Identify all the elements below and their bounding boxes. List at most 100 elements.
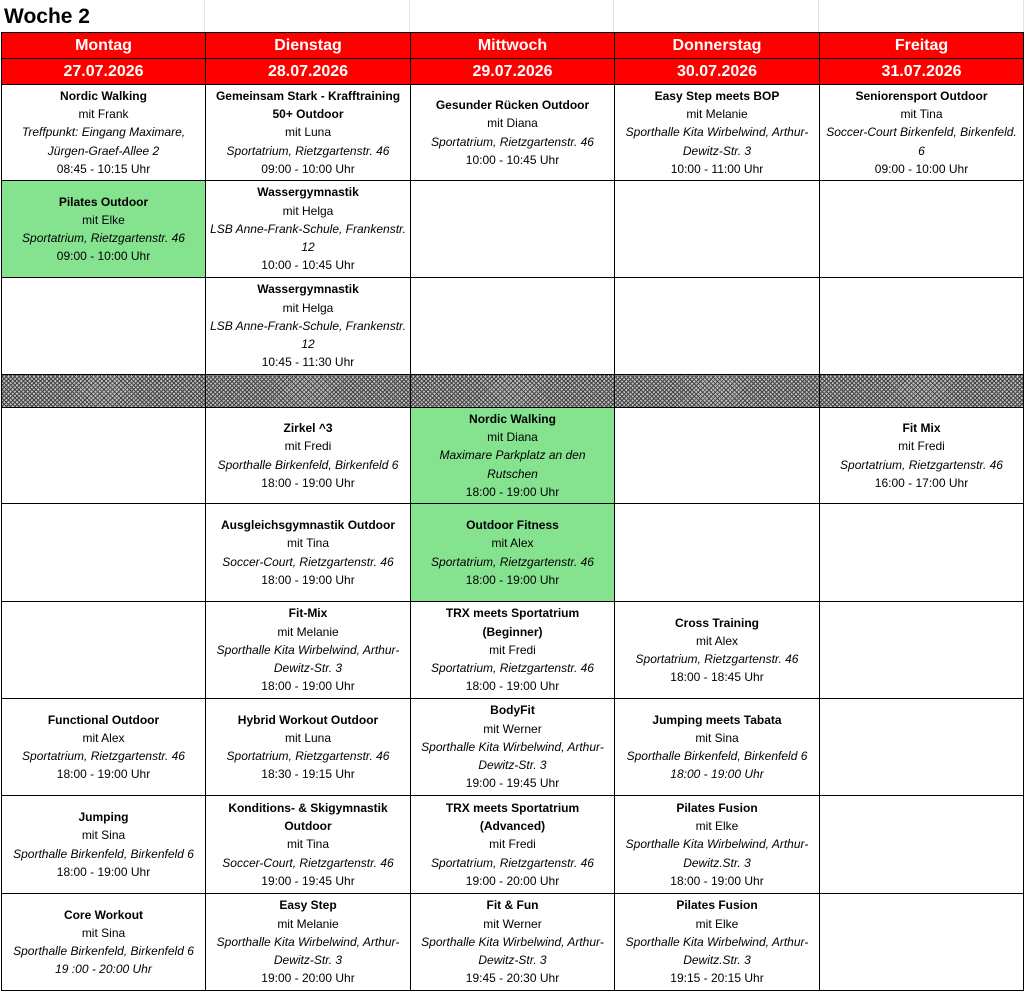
empty-cell bbox=[819, 795, 1024, 894]
course-title: Zirkel ^3 bbox=[283, 421, 333, 436]
course-title: Wassergymnastik bbox=[257, 282, 359, 297]
course-title: Gesunder Rücken Outdoor bbox=[435, 98, 590, 113]
course-time: 16:00 - 17:00 Uhr bbox=[874, 475, 969, 490]
date-header: 31.07.2026 bbox=[819, 58, 1024, 85]
course-trainer: mit Frank bbox=[78, 107, 129, 122]
weekday-header: Freitag bbox=[819, 32, 1024, 59]
empty-cell bbox=[410, 180, 615, 278]
empty-cell bbox=[410, 277, 615, 375]
course-title: Seniorensport Outdoor bbox=[855, 88, 988, 103]
week-title: Woche 2 bbox=[4, 5, 90, 28]
lunch-separator-row bbox=[1, 374, 1024, 408]
course-time: 19:00 - 20:00 Uhr bbox=[261, 971, 355, 986]
course-trainer: mit Sina bbox=[81, 925, 126, 940]
course-trainer: mit Fredi bbox=[284, 439, 332, 454]
course-title: Gemeinsam Stark - Krafftraining 50+ Outd… bbox=[215, 88, 401, 122]
course-trainer: mit Sina bbox=[695, 730, 739, 745]
course-time: 19:45 - 20:30 Uhr bbox=[465, 971, 560, 986]
gridline bbox=[410, 0, 614, 32]
course-title: Konditions- & Skigymnastik Outdoor bbox=[228, 800, 388, 834]
course-cell[interactable]: TRX meets Sportatrium (Advanced)mit Fred… bbox=[410, 795, 615, 894]
weekday-header-row: Montag Dienstag Mittwoch Donnerstag Frei… bbox=[1, 32, 1024, 59]
course-trainer: mit Sina bbox=[81, 828, 126, 843]
course-location: Sportatrium, Rietzgartenstr. 46 bbox=[22, 231, 185, 245]
course-title: Outdoor Fitness bbox=[466, 518, 559, 533]
course-trainer: mit Fredi bbox=[489, 837, 536, 852]
course-location: Sportatrium, Rietzgartenstr. 46 bbox=[226, 143, 390, 158]
course-location: Sporthalle Birkenfeld, Birkenfeld 6 bbox=[626, 749, 808, 763]
empty-cell bbox=[614, 277, 820, 375]
weekday-header: Mittwoch bbox=[410, 32, 615, 59]
empty-cell bbox=[1, 277, 206, 375]
course-location: Sportatrium, Rietzgartenstr. 46 bbox=[22, 749, 185, 763]
course-trainer: mit Diana bbox=[487, 116, 538, 131]
weekday-header: Dienstag bbox=[205, 32, 411, 59]
course-title: Jumping meets Tabata bbox=[652, 712, 782, 727]
course-title: Fit & Fun bbox=[486, 898, 539, 913]
course-cell[interactable]: TRX meets Sportatrium (Beginner)mit Fred… bbox=[410, 601, 615, 699]
date-header: 27.07.2026 bbox=[1, 58, 206, 85]
course-location: Soccer-Court, Rietzgartenstr. 46 bbox=[222, 554, 394, 569]
empty-cell bbox=[819, 698, 1024, 796]
course-location: Sporthalle Kita Wirbelwind, Arthur-Dewit… bbox=[421, 739, 604, 773]
course-trainer: mit Alex bbox=[82, 730, 125, 745]
course-trainer: mit Elke bbox=[82, 212, 125, 227]
course-location: Treffpunkt: Eingang Maximare, Jürgen-Gra… bbox=[21, 125, 186, 158]
course-location: Sporthalle Kita Wirbelwind, Arthur-Dewit… bbox=[625, 837, 809, 870]
course-time: 18:00 - 19:00 Uhr bbox=[261, 475, 355, 490]
date-header: 30.07.2026 bbox=[614, 58, 820, 85]
course-trainer: mit Elke bbox=[695, 916, 739, 931]
course-location: Sporthalle Birkenfeld, Birkenfeld 6 bbox=[217, 457, 399, 472]
course-time: 18:00 - 19:00 Uhr bbox=[465, 484, 560, 499]
separator-cell bbox=[819, 374, 1024, 408]
course-location: Sporthalle Birkenfeld, Birkenfeld 6 bbox=[13, 846, 194, 861]
course-trainer: mit Melanie bbox=[277, 624, 339, 639]
course-cell[interactable]: Gemeinsam Stark - Krafftraining 50+ Outd… bbox=[205, 84, 411, 181]
course-time: 19 :00 - 20:00 Uhr bbox=[55, 962, 152, 977]
empty-cell bbox=[1, 407, 206, 504]
empty-cell bbox=[819, 601, 1024, 699]
course-location: Soccer-Court, Rietzgartenstr. 46 bbox=[222, 855, 394, 870]
course-trainer: mit Elke bbox=[695, 819, 739, 834]
course-location: Sporthalle Kita Wirbelwind, Arthur-Dewit… bbox=[625, 125, 809, 158]
course-time: 18:00 - 19:00 Uhr bbox=[465, 572, 560, 587]
course-time: 08:45 - 10:15 Uhr bbox=[56, 161, 151, 176]
course-location: Sporthalle Kita Wirbelwind, Arthur-Dewit… bbox=[625, 934, 809, 968]
course-time: 19:15 - 20:15 Uhr bbox=[670, 971, 764, 986]
course-trainer: mit Fredi bbox=[489, 642, 536, 657]
course-trainer: mit Luna bbox=[284, 125, 332, 140]
course-time: 18:00 - 19:00 Uhr bbox=[56, 864, 151, 879]
course-trainer: mit Werner bbox=[483, 721, 542, 736]
course-location: LSB Anne-Frank-Schule, Frankenstr. 12 bbox=[210, 318, 406, 352]
title-row: Woche 2 bbox=[0, 0, 1024, 32]
course-trainer: mit Diana bbox=[487, 430, 538, 445]
